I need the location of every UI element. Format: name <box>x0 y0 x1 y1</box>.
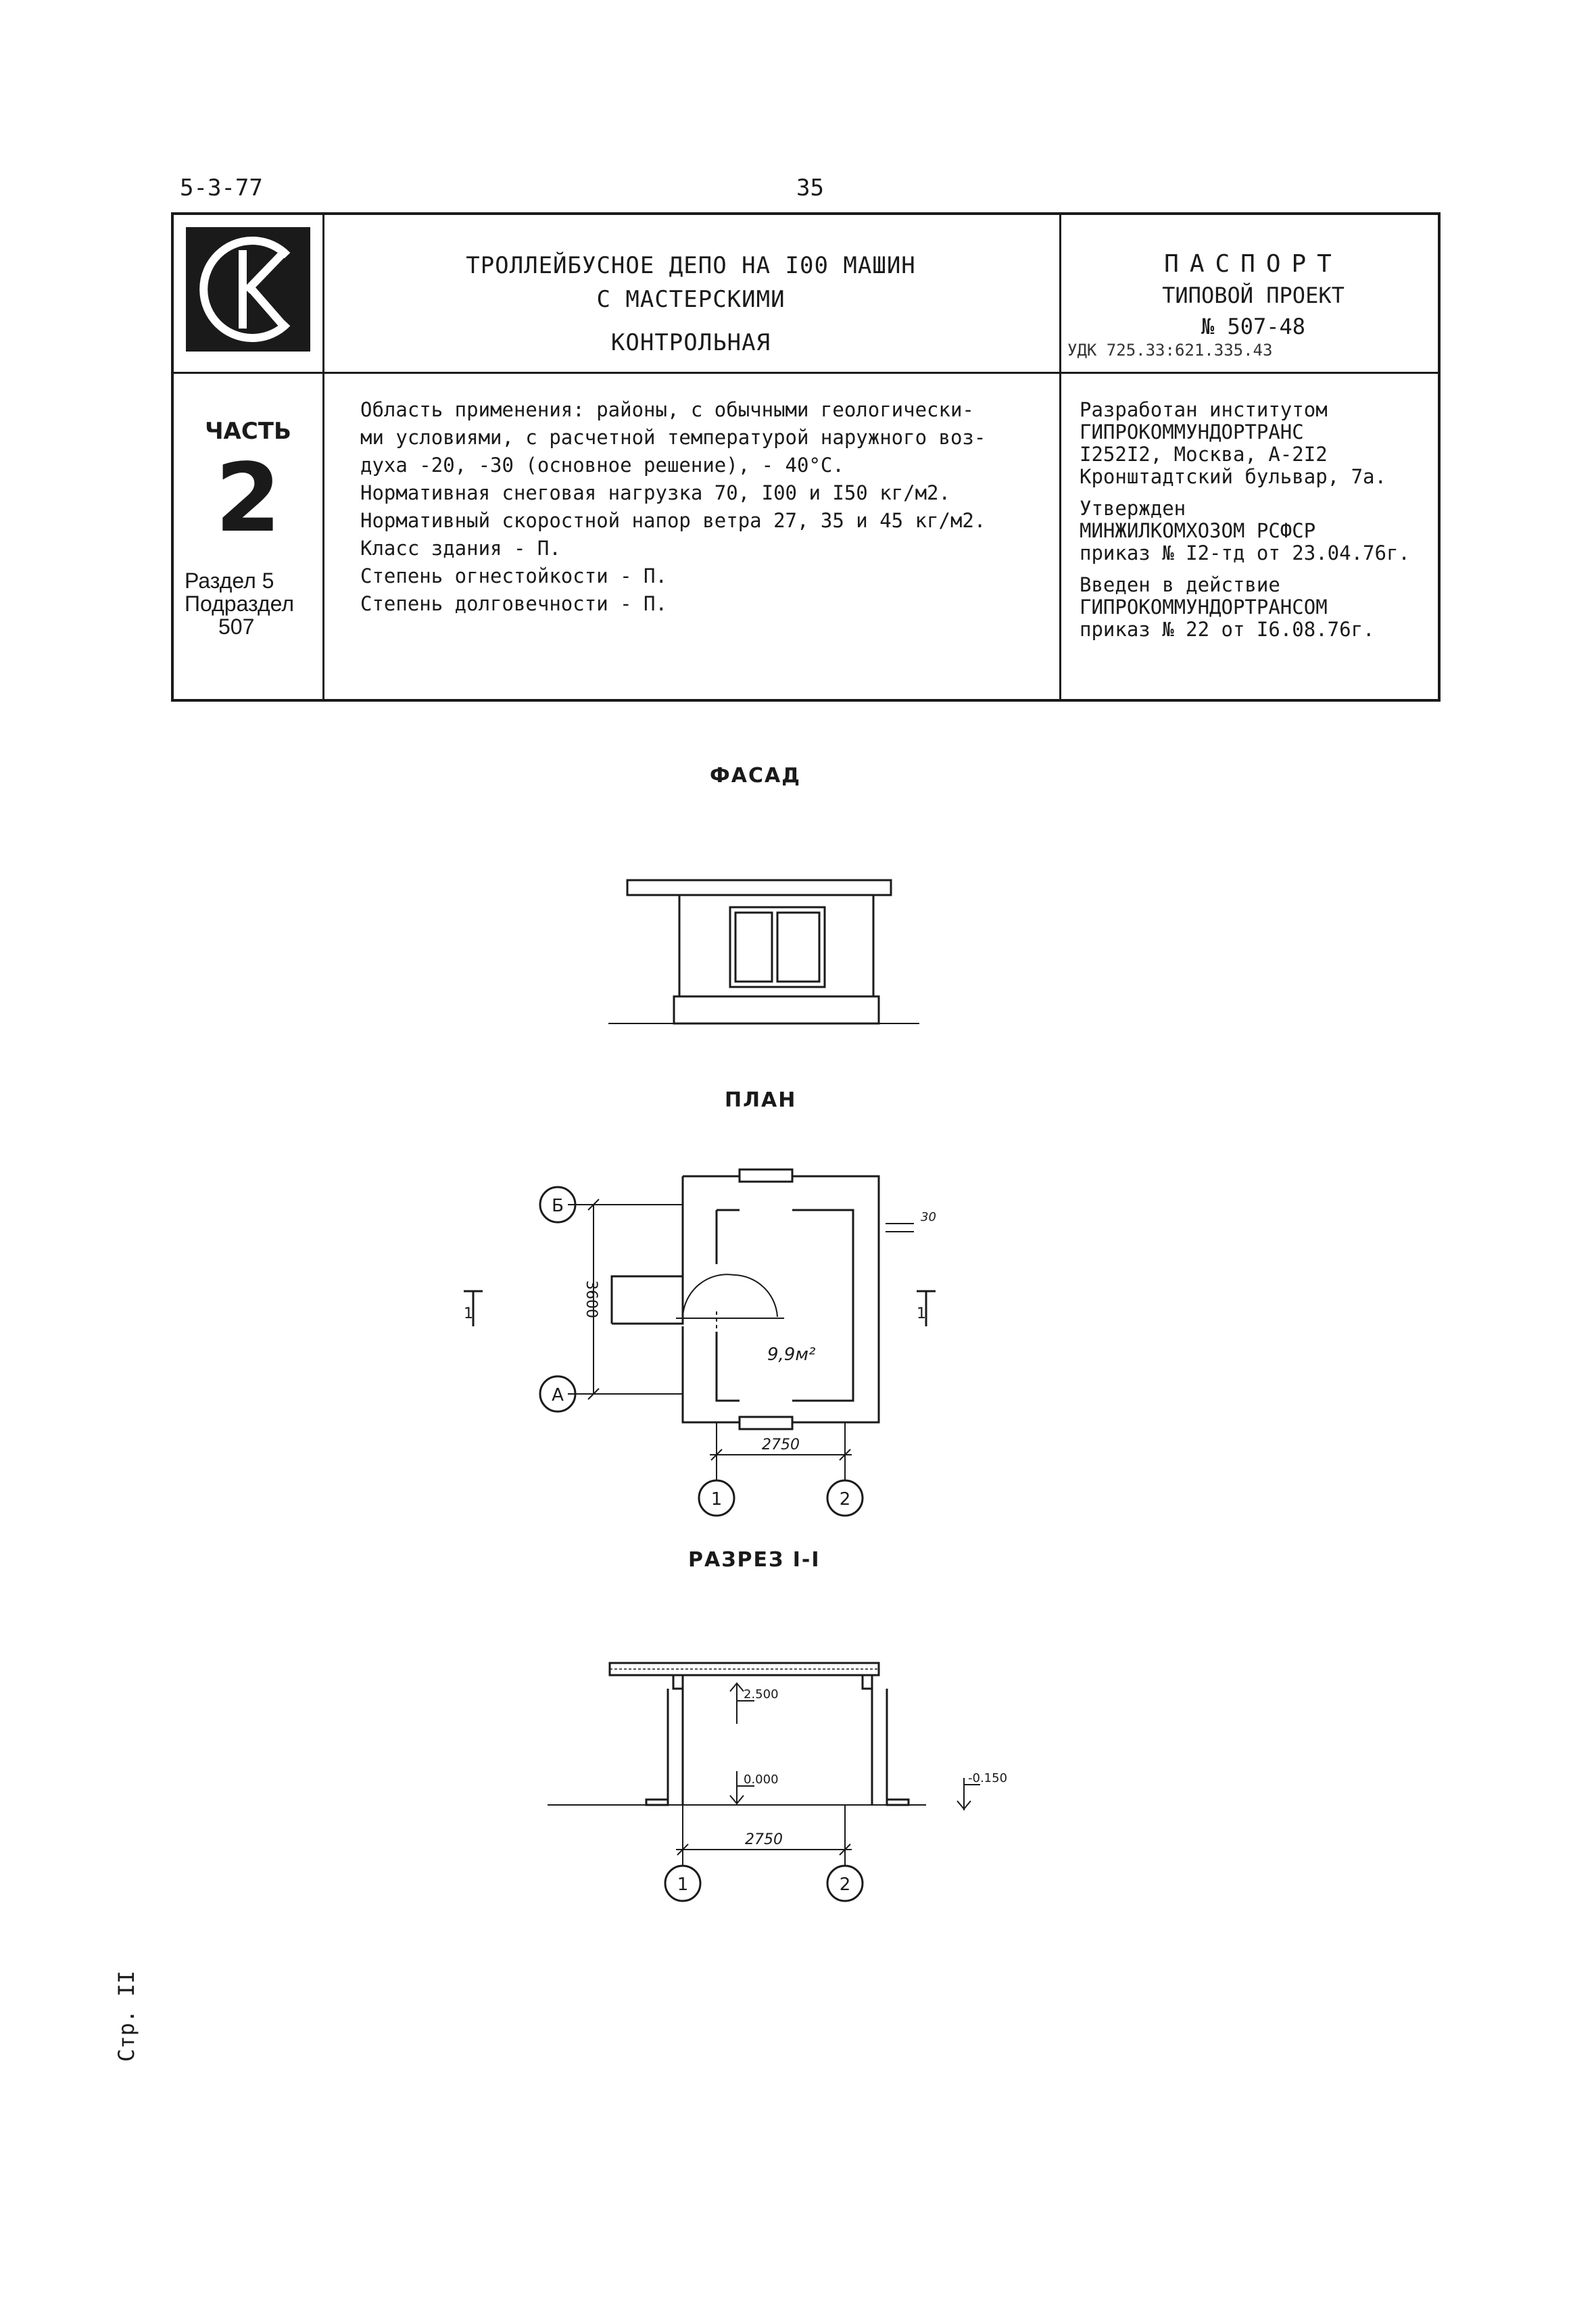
axis-marker <box>698 1479 735 1517</box>
axis-label-a: А <box>552 1385 564 1405</box>
dimension-vertical: 3600 <box>583 1280 600 1318</box>
axis-marker <box>539 1375 577 1413</box>
project-number: № 507-48 <box>1201 314 1306 339</box>
approval-line: МИНЖИЛКОМХОЗОМ РСФСР <box>1080 519 1316 542</box>
description-line: Нормативный скоростной напор ветра 27, 3… <box>360 509 986 532</box>
project-title-line: С МАСТЕРСКИМИ <box>596 286 785 313</box>
approval-line: приказ № I2-тд от 23.04.76г. <box>1080 541 1410 564</box>
table-divider <box>1059 215 1061 699</box>
facade-drawing <box>608 879 919 1025</box>
page-number: 35 <box>796 174 824 201</box>
mark-floor: 0.000 <box>744 1772 779 1787</box>
plan-title: ПЛАН <box>725 1088 797 1112</box>
part-number: 2 <box>215 443 281 554</box>
mark-top: 2.500 <box>744 1687 779 1702</box>
sk-logo <box>186 227 310 352</box>
introduction-line: приказ № 22 от I6.08.76г. <box>1080 618 1375 641</box>
subsection-label: Подраздел <box>185 592 295 616</box>
axis-label-1: 1 <box>677 1875 689 1895</box>
cut-mark-left: 1 <box>464 1305 473 1322</box>
description-line: Класс здания - П. <box>360 537 561 560</box>
title-block-table: ТРОЛЛЕЙБУСНОЕ ДЕПО НА I00 МАШИН С МАСТЕР… <box>171 212 1441 702</box>
section-label: Раздел 5 <box>185 569 274 593</box>
subsection-number: 507 <box>218 614 255 639</box>
approval-line: Утвержден <box>1080 497 1186 520</box>
axis-label-b: Б <box>552 1196 564 1216</box>
passport-label: ПАСПОРТ <box>1164 250 1343 278</box>
developer-line: I252I2, Москва, А-2I2 <box>1080 443 1328 466</box>
axis-marker <box>664 1864 702 1902</box>
page-footer: Стр. II <box>114 1971 139 2062</box>
section-title: РАЗРЕЗ I-I <box>688 1548 821 1572</box>
document-code: 5-3-77 <box>180 174 263 201</box>
axis-label-2: 2 <box>840 1489 851 1510</box>
project-title-line: ТРОЛЛЕЙБУСНОЕ ДЕПО НА I00 МАШИН <box>466 252 916 279</box>
table-divider <box>174 372 1438 374</box>
application-description: Область применения: районы, с обычными г… <box>360 396 1063 618</box>
description-line: духа -20, -30 (основное решение), - 40°С… <box>360 454 844 477</box>
introduction-line: ГИПРОКОММУНДОРТРАНСОМ <box>1080 596 1328 619</box>
roof-slab <box>626 879 892 896</box>
axis-marker <box>826 1479 864 1517</box>
room-area: 9,9м² <box>767 1345 815 1365</box>
wall-dimension: 30 <box>921 1210 936 1224</box>
description-line: Степень долговечности - П. <box>360 592 667 615</box>
axis-label-2: 2 <box>840 1875 851 1895</box>
window <box>729 906 826 988</box>
dimension-horizontal: 2750 <box>762 1437 800 1453</box>
axis-marker <box>539 1186 577 1224</box>
axis-label-1: 1 <box>711 1489 723 1510</box>
section-dimension: 2750 <box>745 1831 783 1848</box>
sk-logo-graphic <box>199 237 291 342</box>
description-line: Степень огнестойкости - П. <box>360 564 667 587</box>
plan-drawing: Б А 1 2 3600 2750 9,9м² 30 1 1 <box>464 1168 936 1517</box>
cut-mark-right: 1 <box>917 1305 926 1322</box>
section-info: Раздел 5 Подраздел 507 <box>185 569 320 638</box>
plinth <box>673 995 880 1025</box>
developer-info: Разработан институтом ГИПРОКОММУНДОРТРАН… <box>1080 399 1442 641</box>
axis-marker <box>826 1864 864 1902</box>
passport-block: ПАСПОРТ ТИПОВОЙ ПРОЕКТ № 507-48 <box>1066 249 1441 342</box>
description-line: Нормативная снеговая нагрузка 70, I00 и … <box>360 481 950 504</box>
project-type: ТИПОВОЙ ПРОЕКТ <box>1162 283 1345 308</box>
developer-line: Кронштадтский бульвар, 7а. <box>1080 465 1386 488</box>
introduction-line: Введен в действие <box>1080 573 1280 596</box>
project-subtitle: КОНТРОЛЬНАЯ <box>610 329 771 356</box>
developer-line: ГИПРОКОММУНДОРТРАНС <box>1080 420 1304 443</box>
description-line: ми условиями, с расчетной температурой н… <box>360 426 986 449</box>
description-line: Область применения: районы, с обычными г… <box>360 398 974 421</box>
section-drawing: 2.500 0.000 -0.150 2750 1 2 <box>548 1662 1007 1902</box>
part-label: ЧАСТЬ <box>205 418 291 445</box>
facade-title: ФАСАД <box>710 764 801 788</box>
project-title: ТРОЛЛЕЙБУСНОЕ ДЕПО НА I00 МАШИН С МАСТЕР… <box>324 249 1058 360</box>
table-divider <box>322 215 324 699</box>
udk-code: УДК 725.33:621.335.43 <box>1067 341 1273 360</box>
mark-ground: -0.150 <box>968 1771 1007 1785</box>
developer-line: Разработан институтом <box>1080 398 1328 421</box>
